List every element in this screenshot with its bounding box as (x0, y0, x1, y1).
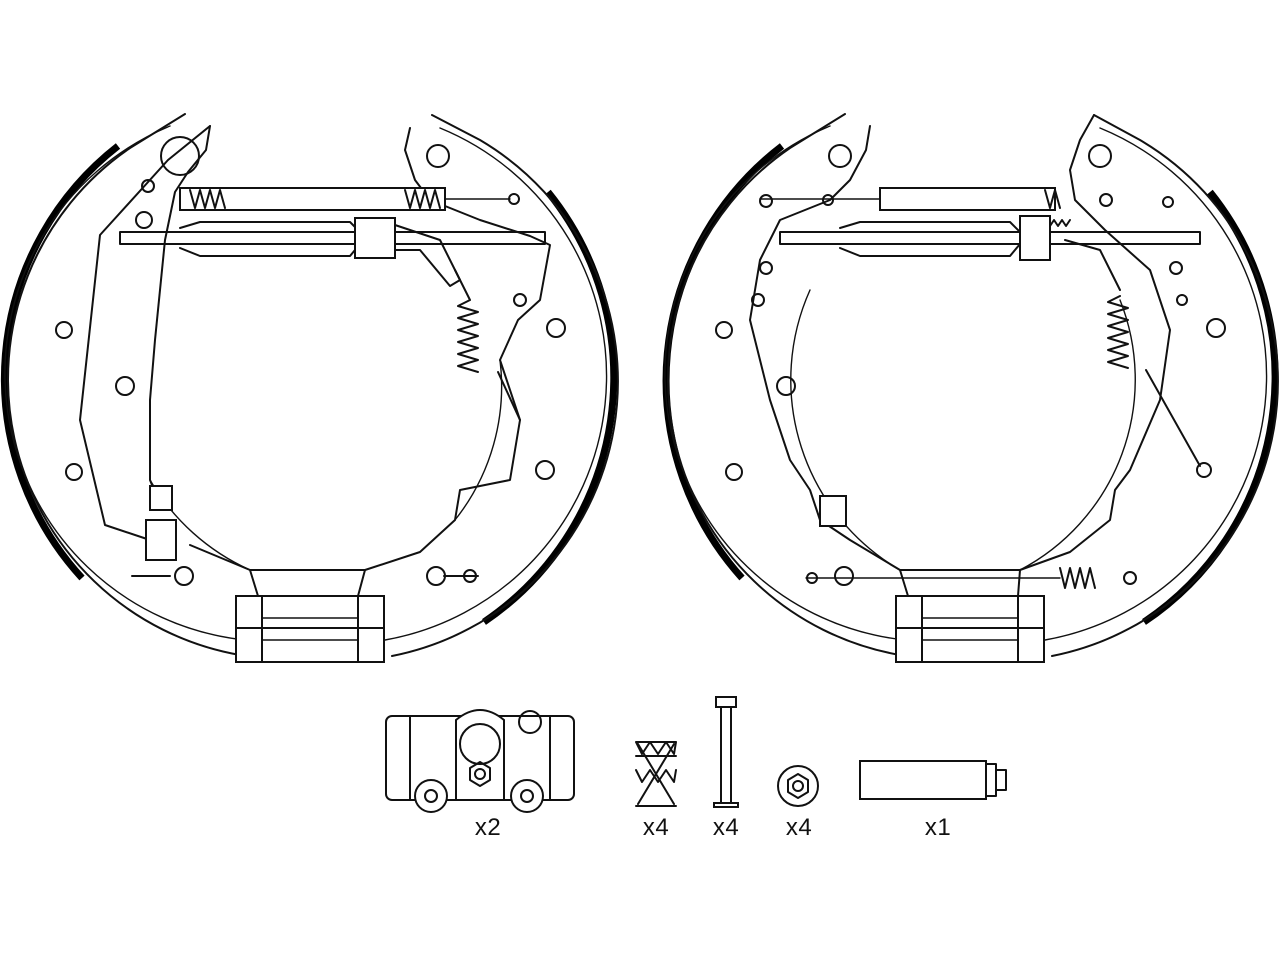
cup-washer-icon (777, 765, 819, 807)
left-brake-assembly (0, 113, 619, 663)
qty-cup-washer: x4 (785, 814, 813, 841)
adjuster-strut-icon (859, 760, 1007, 800)
wheel-cylinder-icon (385, 709, 575, 813)
left-lining-left (0, 143, 121, 581)
right-lining-right (1142, 189, 1279, 625)
qty-wheel-cylinder: x2 (474, 814, 502, 841)
right-lining-left (662, 143, 785, 581)
pin-icon (713, 696, 739, 808)
qty-pin: x4 (712, 814, 740, 841)
qty-spring: x4 (642, 814, 670, 841)
spring-icon (635, 741, 677, 807)
right-brake-assembly (662, 113, 1279, 663)
qty-adjuster-strut: x1 (924, 814, 952, 841)
